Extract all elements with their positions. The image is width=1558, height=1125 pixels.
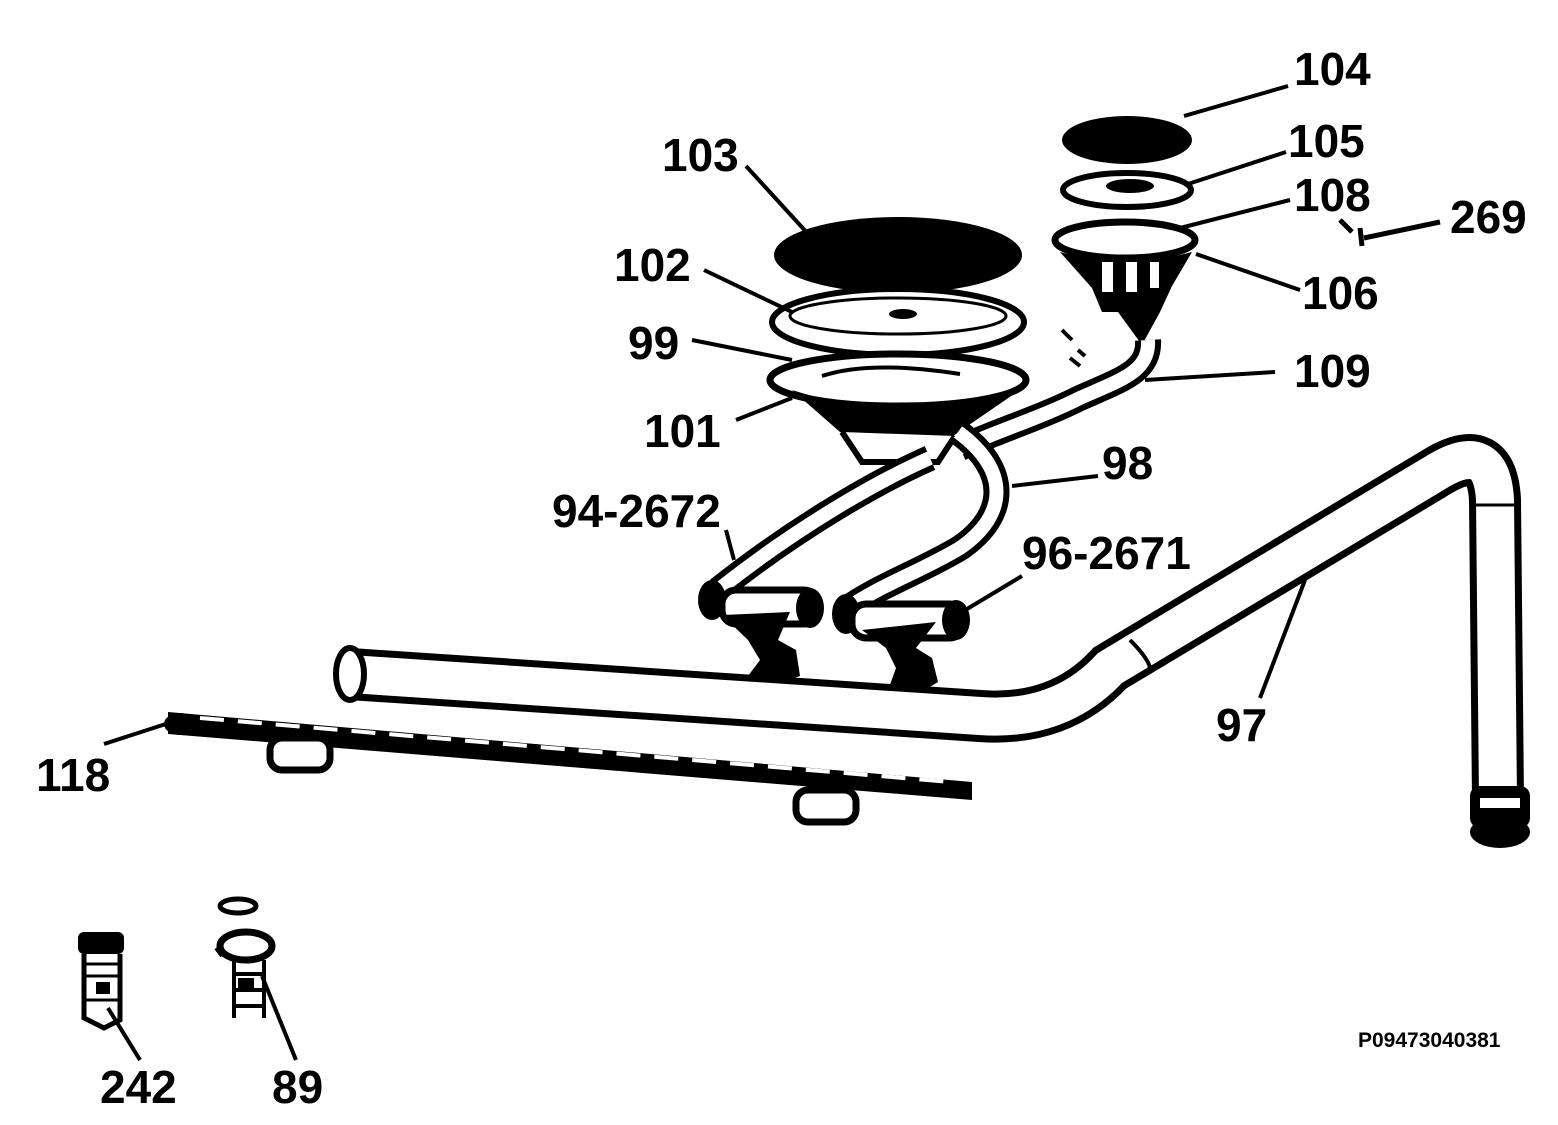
callout-97: 97	[1216, 699, 1268, 751]
leader-lines	[103, 84, 1307, 1062]
gas-pipes	[709, 339, 1162, 621]
callout-103: 103	[662, 129, 739, 181]
burner-cap-103	[774, 217, 1022, 293]
burner-ring-108	[1051, 218, 1199, 262]
burner-base-101	[792, 390, 1020, 444]
callout-104: 104	[1294, 43, 1371, 95]
part-242	[78, 932, 124, 1031]
callout-108: 108	[1294, 169, 1371, 221]
support-rail-118	[164, 712, 972, 826]
callout-96-2671: 96-2671	[1022, 527, 1191, 579]
callout-99: 99	[628, 317, 680, 369]
callout-109: 109	[1294, 345, 1371, 397]
callout-98: 98	[1102, 437, 1154, 489]
burner-ring-99	[766, 350, 1030, 410]
valve-94-2672	[698, 580, 824, 686]
callout-105: 105	[1288, 115, 1365, 167]
small-burner-assembly	[1051, 116, 1441, 368]
callout-89: 89	[272, 1061, 324, 1113]
screw-269	[1338, 218, 1441, 247]
valve-96-2671	[832, 594, 970, 694]
callout-118: 118	[36, 749, 111, 801]
callout-101: 101	[644, 405, 721, 457]
callout-102: 102	[614, 239, 691, 291]
callout-106: 106	[1302, 267, 1379, 319]
part-89	[214, 896, 276, 1018]
burner-cap-104	[1062, 116, 1192, 164]
callout-269: 269	[1450, 191, 1527, 243]
tube-end-fitting	[1470, 786, 1530, 848]
main-gas-tube-97	[333, 434, 1524, 801]
callout-94-2672: 94-2672	[552, 485, 721, 537]
callout-242: 242	[100, 1061, 177, 1113]
drawing-code: P09473040381	[1358, 1029, 1501, 1052]
large-burner-assembly	[766, 217, 1030, 465]
